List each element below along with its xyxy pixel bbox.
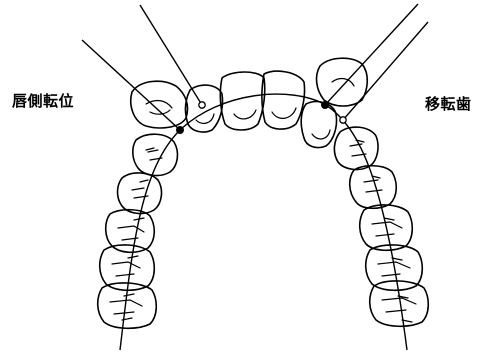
tooth-transposed [317, 58, 368, 106]
guide-line-left-inner [140, 5, 202, 105]
arch-curve [120, 94, 407, 350]
contact-point-left [176, 126, 184, 134]
left-posterior-teeth [98, 134, 178, 328]
guide-line-left-outer [82, 40, 180, 130]
tooth-right-premolar-1 [350, 166, 397, 209]
tooth-right-central-incisor [220, 72, 264, 130]
tooth-left-premolar-1 [118, 173, 162, 214]
right-posterior-teeth [334, 127, 428, 326]
tooth-labially-displaced [131, 81, 188, 128]
guide-line-right-outer [325, 4, 418, 105]
open-point-left [199, 102, 205, 108]
tooth-left-central-incisor [262, 71, 305, 129]
tooth-right-lateral-incisor [186, 85, 223, 132]
label-labially-displaced: 唇側転位 [12, 90, 74, 111]
tooth-right-canine [334, 127, 378, 169]
open-point-right [340, 117, 346, 123]
label-transposed-tooth: 移転歯 [425, 93, 472, 114]
